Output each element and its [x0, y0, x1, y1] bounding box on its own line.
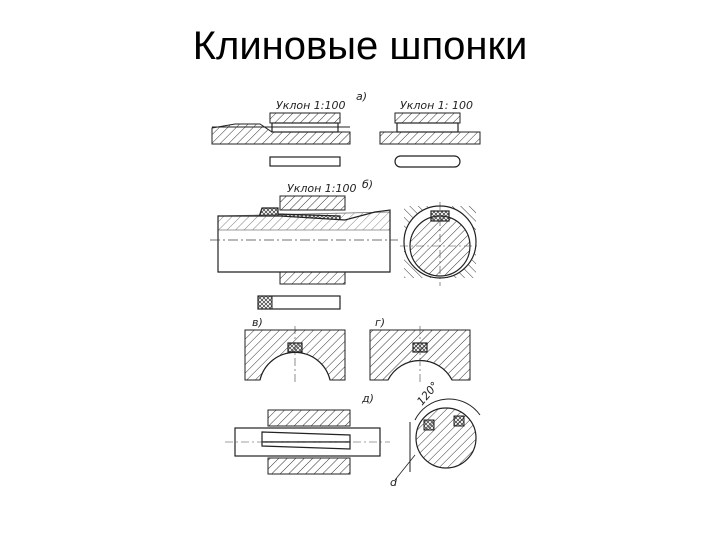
leader-d [394, 454, 416, 481]
tangential-key-section-1 [423, 419, 435, 431]
shaft-a-left [211, 123, 351, 145]
section-d: д) 120° d [225, 379, 481, 489]
slide-title: Клиновые шпонки [192, 24, 528, 68]
dim-label-d: d [390, 476, 398, 489]
section-b: Уклон 1:100 б) [210, 178, 480, 310]
tangential-key-lower [261, 441, 351, 450]
shaft-b-hatch [217, 211, 391, 231]
label-v: в) [252, 316, 263, 329]
technical-drawing: а) Уклон 1:100 Уклон 1: 100 [210, 90, 481, 489]
tangential-key-section-2 [453, 415, 465, 427]
slope-label-b: Уклон 1:100 [287, 182, 357, 195]
label-d: д) [361, 392, 374, 405]
angle-arc [414, 398, 481, 421]
key-plan-a-right [394, 155, 461, 168]
wedge-keys-drawing: а) Уклон 1:100 Уклон 1: 100 [190, 80, 510, 495]
key-plan-b-head [257, 295, 273, 310]
slope-label-a-right: Уклон 1: 100 [400, 99, 473, 112]
key-a-right [396, 122, 459, 133]
slope-label-a-left: Уклон 1:100 [276, 99, 346, 112]
section-a: а) Уклон 1:100 Уклон 1: 100 [211, 90, 481, 168]
label-g: г) [375, 316, 385, 329]
angle-label: 120° [414, 379, 441, 408]
hub-b-top [279, 195, 346, 211]
label-a: а) [356, 90, 367, 103]
shaft-a-right [379, 131, 481, 145]
section-g: г) [369, 316, 471, 384]
label-b: б) [362, 178, 373, 191]
hub-d-top [267, 409, 351, 427]
hub-a-right [394, 112, 461, 124]
hub-d-bottom [267, 457, 351, 475]
section-v: в) [244, 316, 346, 384]
hub-a-left [269, 112, 341, 124]
shaft-d-section [415, 407, 477, 469]
key-plan-a-left [269, 156, 341, 167]
